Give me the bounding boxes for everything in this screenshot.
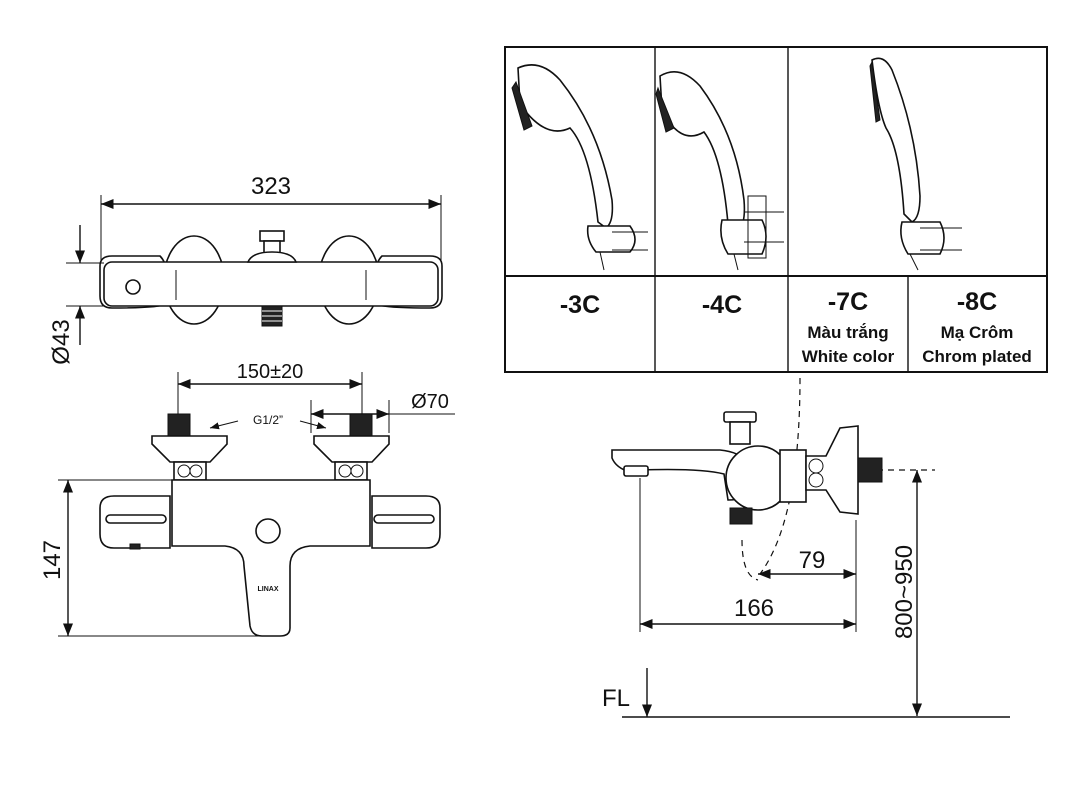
handshower-3c-image	[511, 64, 648, 271]
brand-mark: LINAX	[258, 586, 279, 593]
option-code-8c: -8C	[957, 288, 997, 316]
option-7c-line1: Màu trắng	[807, 323, 888, 342]
options-table: -3C -4C -7C Màu trắng White color -8C Mạ…	[504, 46, 1048, 373]
handshower-4c-image	[655, 70, 784, 271]
option-7c-line2: White color	[802, 347, 895, 366]
option-code-4c: -4C	[702, 291, 742, 319]
top-view: 323 Ø43	[48, 173, 443, 365]
option-8c-line2: Chrom plated	[922, 347, 1032, 366]
flange-diameter-label: Ø70	[411, 391, 449, 413]
floor-label: FL	[602, 685, 630, 712]
side-view: 79 166 800~950 FL	[602, 377, 1010, 718]
body-diameter-label: Ø43	[48, 319, 75, 364]
front-view: 150±20 Ø70 G1/2” LINAX	[39, 361, 455, 637]
option-code-7c: -7C	[828, 288, 868, 316]
height-label: 147	[39, 540, 66, 580]
option-code-3c: -3C	[560, 291, 600, 319]
option-8c-line1: Mạ Crôm	[941, 323, 1014, 342]
handshower-7c-8c-image	[869, 57, 962, 271]
mount-height-label: 800~950	[891, 545, 918, 639]
inlet-spacing-label: 150±20	[237, 361, 304, 383]
thread-label: G1/2”	[253, 413, 283, 427]
projection-spout-label: 166	[734, 595, 774, 622]
overall-width-label: 323	[251, 173, 291, 200]
projection-handshower-label: 79	[799, 547, 826, 574]
